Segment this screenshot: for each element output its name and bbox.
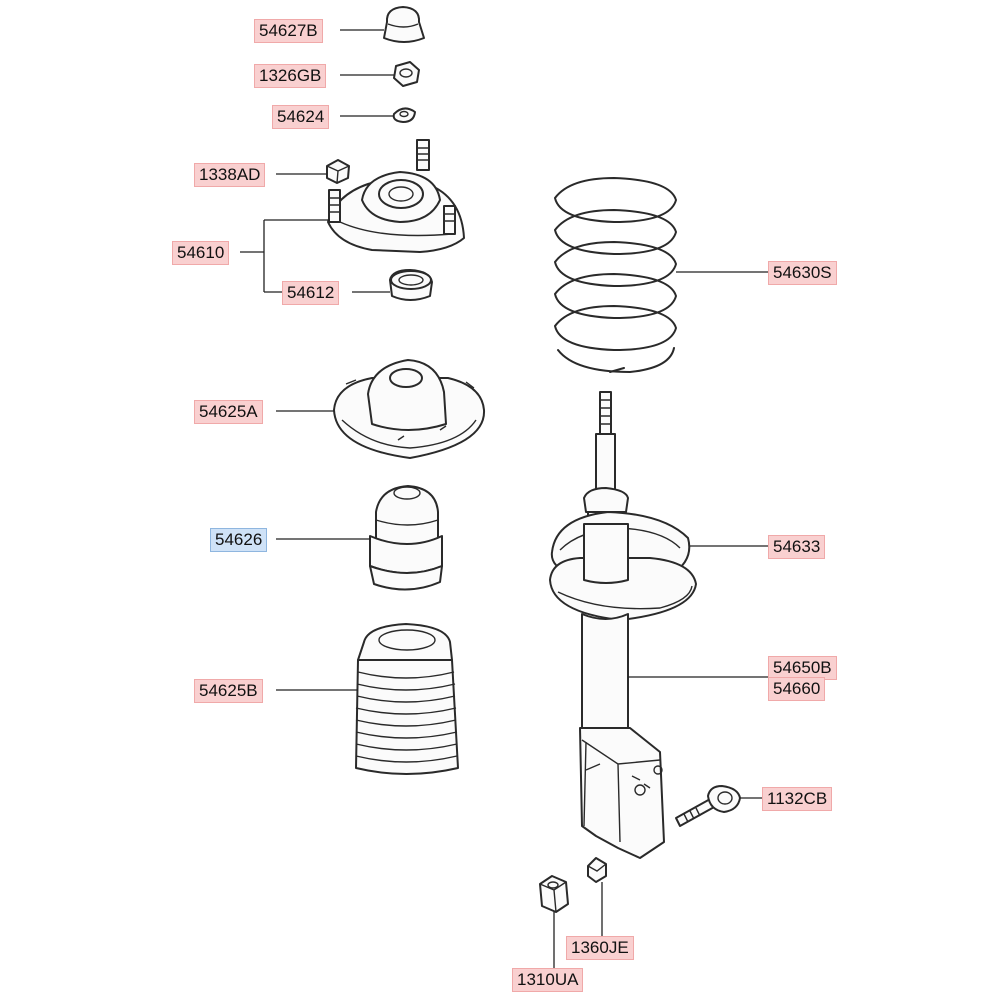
label-54624[interactable]: 54624 xyxy=(272,105,330,129)
label-1132CB[interactable]: 1132CB xyxy=(762,787,833,811)
label-1360JE[interactable]: 1360JE xyxy=(566,936,634,960)
label-1310UA[interactable]: 1310UA xyxy=(512,968,584,992)
part-54650B-strut-body xyxy=(579,613,665,859)
part-1360JE-nut xyxy=(587,857,607,883)
label-54612[interactable]: 54612 xyxy=(282,281,340,305)
leader-lines xyxy=(240,29,768,968)
part-54625B-dust-boot xyxy=(355,623,459,775)
part-1310UA-nut xyxy=(539,875,569,913)
part-1338AD-nut xyxy=(326,159,350,184)
label-54626[interactable]: 54626 xyxy=(210,528,268,552)
part-54610-strut-mount xyxy=(327,139,465,253)
part-54625A-spring-seat xyxy=(333,359,486,459)
label-54650B[interactable]: 54650B xyxy=(768,656,837,680)
label-1338AD[interactable]: 1338AD xyxy=(194,163,266,187)
label-54660[interactable]: 54660 xyxy=(768,677,826,701)
label-1326GB[interactable]: 1326GB xyxy=(254,64,327,88)
part-54633-spring-seat xyxy=(549,511,697,621)
label-54627B[interactable]: 54627B xyxy=(254,19,323,43)
part-54627B-cap xyxy=(383,6,425,43)
label-54633[interactable]: 54633 xyxy=(768,535,826,559)
label-54610[interactable]: 54610 xyxy=(172,241,230,265)
label-54625B[interactable]: 54625B xyxy=(194,679,263,703)
part-1326GB-nut xyxy=(393,61,420,87)
part-54624-washer xyxy=(392,107,416,123)
part-1132CB-bolt xyxy=(675,785,741,827)
label-54625A[interactable]: 54625A xyxy=(194,400,263,424)
part-54630S-coil-spring xyxy=(554,176,678,374)
part-54612-bearing xyxy=(389,269,433,301)
part-54626-bump-stop xyxy=(369,485,443,591)
label-54630S[interactable]: 54630S xyxy=(768,261,837,285)
